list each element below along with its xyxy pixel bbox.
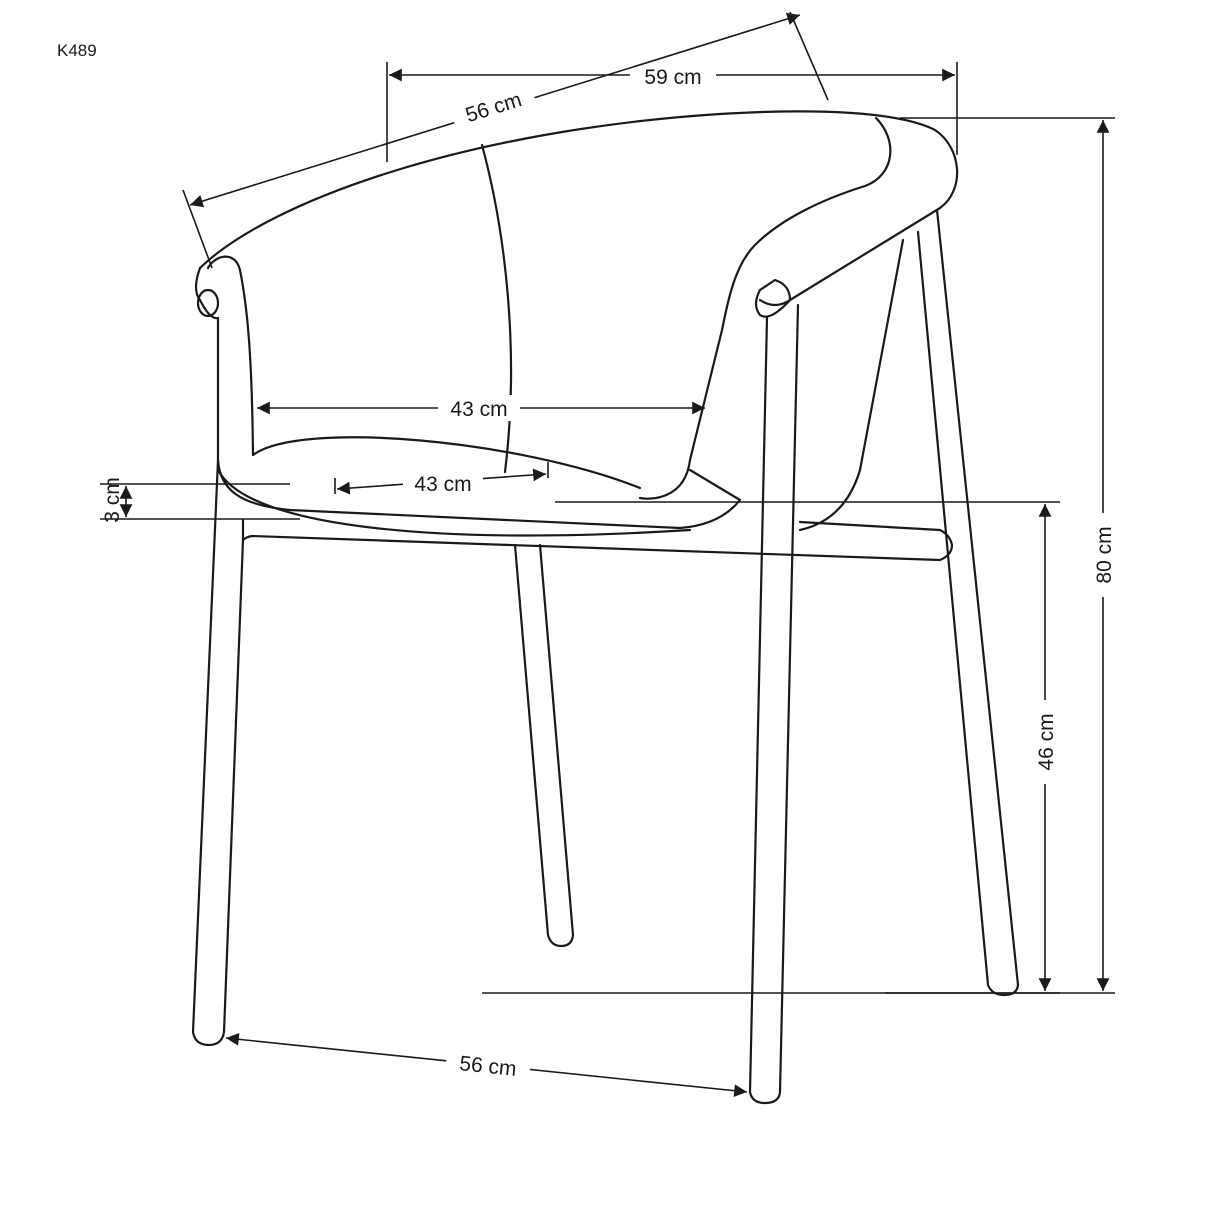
seat-front	[216, 468, 692, 537]
stretcher	[241, 518, 954, 562]
dimension-43cm-depth: 43 cm	[334, 462, 549, 496]
label-59cm: 59 cm	[644, 66, 701, 89]
right-arm-end	[754, 278, 792, 318]
left-arm-end	[196, 288, 220, 318]
chair-outline	[191, 110, 1020, 1105]
dimension-56cm-bottom: 56 cm	[225, 1032, 748, 1098]
left-arm-inner	[206, 255, 255, 457]
front-left-leg	[191, 458, 245, 1047]
dimension-80cm: 80 cm	[482, 117, 1117, 994]
dimension-46cm: 46 cm	[555, 501, 1060, 991]
dimension-56cm-top: 56 cm	[182, 11, 829, 269]
back-right-leg	[916, 208, 1020, 997]
label-80cm: 80 cm	[1093, 526, 1116, 583]
seat-top	[251, 436, 642, 490]
dimension-43cm-width: 43 cm	[256, 395, 705, 421]
dimension-3cm: 3 cm	[100, 477, 300, 523]
label-46cm: 46 cm	[1035, 713, 1058, 770]
label-56cm-bottom: 56 cm	[458, 1052, 517, 1081]
label-43cm-depth: 43 cm	[414, 473, 471, 496]
backrest-seam	[480, 143, 513, 474]
backrest-outer	[198, 110, 959, 307]
label-43cm-width: 43 cm	[450, 398, 507, 421]
label-3cm: 3 cm	[101, 477, 124, 523]
back-left-leg	[513, 543, 575, 948]
back-support	[798, 238, 905, 532]
backrest-inner	[638, 116, 892, 500]
product-code: K489	[57, 41, 97, 60]
front-right-leg	[748, 303, 800, 1105]
